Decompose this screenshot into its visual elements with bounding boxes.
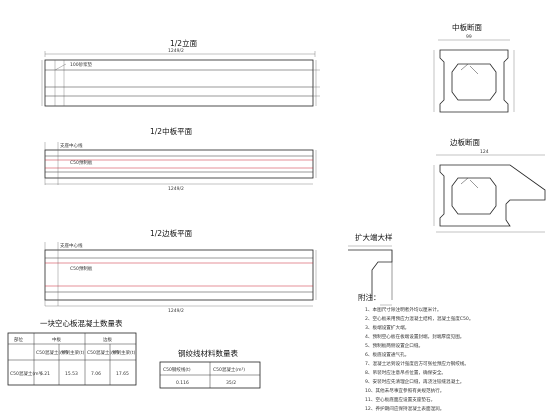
elevation-title: 1/2立面 bbox=[170, 38, 198, 48]
notes-title: 附注： bbox=[358, 292, 381, 302]
mid-bottom-dim: 1249/2 bbox=[168, 186, 184, 192]
expand-end-title: 扩大端大样 bbox=[355, 232, 393, 242]
rebar-table: C50钢绞线(t) C50混凝土(m³) 0.116 35/2 bbox=[159, 361, 261, 389]
note-item: 2、空心板采用预应力混凝土结构，混凝土强度C50。 bbox=[365, 315, 473, 322]
notes-block: 1、本图尺寸除注明者外均以厘米计。 2、空心板采用预应力混凝土结构，混凝土强度C… bbox=[365, 306, 473, 412]
note-item: 6、板底设置通气孔。 bbox=[365, 351, 409, 358]
note-item: 3、板端设置扩大端。 bbox=[365, 324, 409, 331]
hollow-table: 部位 中板 边板 C50混凝土(m³) 预制主梁(t) C50混凝土(m³) 预… bbox=[7, 332, 137, 386]
edge-section-dim: 124 bbox=[480, 149, 489, 155]
edge-plate-label: C50预制板 bbox=[70, 265, 93, 272]
note-item: 12、养护期间应保持混凝土表面湿润。 bbox=[365, 405, 444, 412]
mid-plate-label: C50预制板 bbox=[70, 159, 93, 166]
elevation-top-dim: 1249/2 bbox=[168, 48, 184, 54]
note-item: 5、预制板两侧设置企口缝。 bbox=[365, 342, 423, 349]
edge-plan-title: 1/2边板平面 bbox=[150, 228, 193, 238]
mid-section-view: 99 bbox=[433, 34, 515, 113]
note-item: 8、吊装时应注意吊点位置，确保安全。 bbox=[365, 369, 446, 376]
note-item: 10、其他未尽事宜参照有关规范执行。 bbox=[365, 387, 444, 394]
hollow-cell: 15.53 bbox=[65, 371, 78, 377]
mid-section-dim: 99 bbox=[466, 34, 472, 40]
rebar-cell: 35/2 bbox=[226, 380, 236, 386]
hollow-cell: 7.06 bbox=[91, 371, 101, 377]
hollow-cell: C50混凝土(m³) bbox=[10, 370, 42, 377]
rebar-cell: 0.116 bbox=[176, 380, 189, 386]
hollow-header: 边板 bbox=[103, 336, 112, 343]
edge-section-view: 124 bbox=[433, 149, 546, 233]
hollow-table-title: 一块空心板混凝土数量表 bbox=[40, 318, 123, 328]
hollow-subheader: 预制主梁(t) bbox=[112, 349, 136, 356]
hollow-cell: 6.21 bbox=[40, 371, 50, 377]
hollow-subheader: C50混凝土(m³) bbox=[87, 349, 119, 356]
note-item: 9、安装时应先清理企口缝，再浇注铰缝混凝土。 bbox=[365, 378, 464, 385]
hollow-header: 中板 bbox=[52, 336, 61, 343]
edge-support-label: 支座中心线 bbox=[60, 242, 83, 249]
mid-plan-view: 支座中心线 C50预制板 1249/2 bbox=[44, 142, 317, 192]
mid-plan-title: 1/2中板平面 bbox=[150, 126, 193, 136]
hollow-subheader: 预制主梁(t) bbox=[61, 349, 85, 356]
rebar-table-title: 钢绞线材料数量表 bbox=[178, 348, 238, 358]
expand-end-view bbox=[348, 245, 393, 306]
end-note-label: 100砂浆垫 bbox=[70, 61, 93, 68]
mid-section-title: 中板断面 bbox=[452, 22, 482, 32]
elevation-view: 1249/2 100砂浆垫 bbox=[41, 48, 320, 107]
note-item: 7、混凝土达到设计强度后方可张拉预应力钢绞线。 bbox=[365, 360, 469, 367]
note-item: 1、本图尺寸除注明者外均以厘米计。 bbox=[365, 306, 441, 313]
hollow-cell: 17.65 bbox=[116, 371, 129, 377]
edge-section-title: 边板断面 bbox=[450, 137, 480, 147]
mid-support-label: 支座中心线 bbox=[60, 142, 83, 149]
rebar-header: C50混凝土(m³) bbox=[213, 366, 245, 373]
note-item: 4、预制空心板在板端设置封端，封端厚度见图。 bbox=[365, 333, 464, 340]
rebar-header: C50钢绞线(t) bbox=[163, 366, 191, 373]
edge-plan-view: 支座中心线 C50预制板 1249/2 bbox=[44, 242, 317, 314]
note-item: 11、空心板底面应设置支座垫石。 bbox=[365, 396, 435, 403]
edge-bottom-dim: 1249/2 bbox=[168, 308, 184, 314]
hollow-header: 部位 bbox=[14, 336, 23, 343]
hollow-subheader: C50混凝土(m³) bbox=[36, 349, 68, 356]
